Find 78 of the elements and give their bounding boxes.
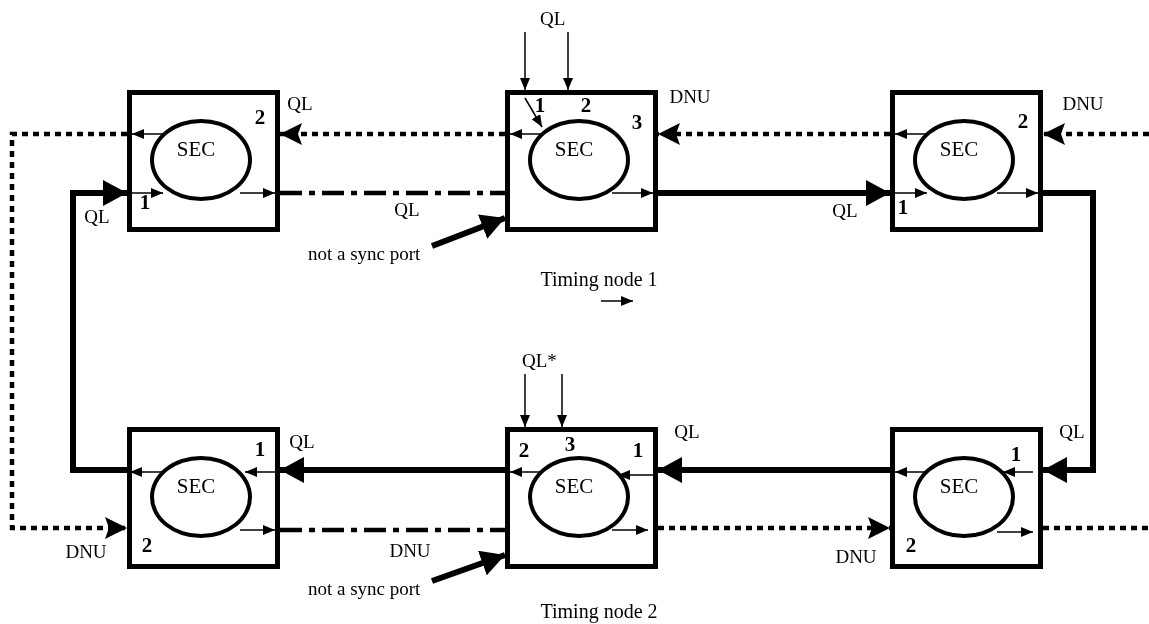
leader-arrow [430, 214, 507, 249]
port-note: not a sync port [308, 243, 421, 265]
sec-ellipse [150, 456, 252, 538]
node-box [890, 90, 1043, 232]
connector [509, 467, 541, 477]
port-number: 1 [897, 196, 909, 218]
connector [658, 517, 890, 539]
port-number: 3 [564, 433, 576, 455]
port-number: 1 [139, 191, 151, 213]
connector [1002, 467, 1034, 477]
connector [239, 188, 276, 198]
connector [894, 467, 926, 477]
connector [280, 527, 505, 533]
timing-node-caption: Timing node 2 [540, 600, 658, 622]
sec-ellipse [528, 456, 630, 538]
port-number: 2 [518, 439, 530, 461]
timing-node-caption: Timing node 1 [540, 268, 658, 290]
edge-label: QL [287, 94, 313, 114]
connector [611, 525, 649, 535]
connector [894, 188, 928, 198]
node-box [127, 90, 280, 232]
connector [129, 467, 163, 477]
signal-label: QL [540, 8, 566, 30]
port-number: 1 [254, 438, 266, 460]
ellipse-label: SEC [939, 474, 979, 498]
connector [658, 457, 890, 483]
edge-label: QL [289, 432, 315, 452]
node-box [127, 427, 280, 569]
leader-arrow [431, 550, 506, 584]
ellipse-label: SEC [554, 474, 594, 498]
port-number: 1 [632, 439, 644, 461]
connector [557, 373, 567, 428]
connector [280, 457, 505, 483]
port-number: 2 [254, 106, 266, 128]
ellipse-label: SEC [554, 137, 594, 161]
sec-ellipse [913, 119, 1015, 201]
port-number: 1 [534, 94, 546, 116]
ellipse-label: SEC [176, 474, 216, 498]
port-number: 1 [1010, 443, 1022, 465]
port-number: 2 [580, 94, 592, 116]
connector [130, 188, 164, 198]
connector [509, 129, 542, 139]
connector [1043, 525, 1149, 531]
ellipse-label: SEC [939, 137, 979, 161]
node-box [505, 90, 658, 232]
connector [563, 31, 573, 91]
signal-label: QL* [522, 350, 557, 372]
edge-label: QL [1059, 422, 1085, 442]
port-number: 2 [905, 534, 917, 556]
edge-label: QL [84, 207, 110, 227]
sec-ellipse [150, 119, 252, 201]
connector [1043, 123, 1149, 145]
port-number: 2 [1017, 110, 1029, 132]
connector [611, 188, 654, 198]
node-box [505, 427, 658, 569]
node-box [890, 427, 1043, 569]
connector [996, 527, 1034, 537]
port-note: not a sync port [308, 578, 421, 600]
edge-label: QL [832, 201, 858, 221]
connector [658, 180, 890, 206]
sec-ellipse [528, 119, 630, 201]
connector [520, 31, 530, 91]
ellipse-label: SEC [176, 137, 216, 161]
port-number: 3 [631, 111, 643, 133]
connector [280, 123, 505, 145]
connector [520, 373, 530, 428]
edge-label: QL [394, 200, 420, 220]
connector [996, 188, 1039, 198]
connector [524, 97, 543, 128]
port-number: 2 [141, 534, 153, 556]
connector [70, 180, 127, 473]
connector [658, 123, 890, 145]
connector [239, 525, 276, 535]
connector [280, 190, 505, 196]
connector [9, 131, 127, 539]
edge-label: QL [674, 422, 700, 442]
connector [244, 467, 276, 477]
connector [1043, 190, 1096, 483]
